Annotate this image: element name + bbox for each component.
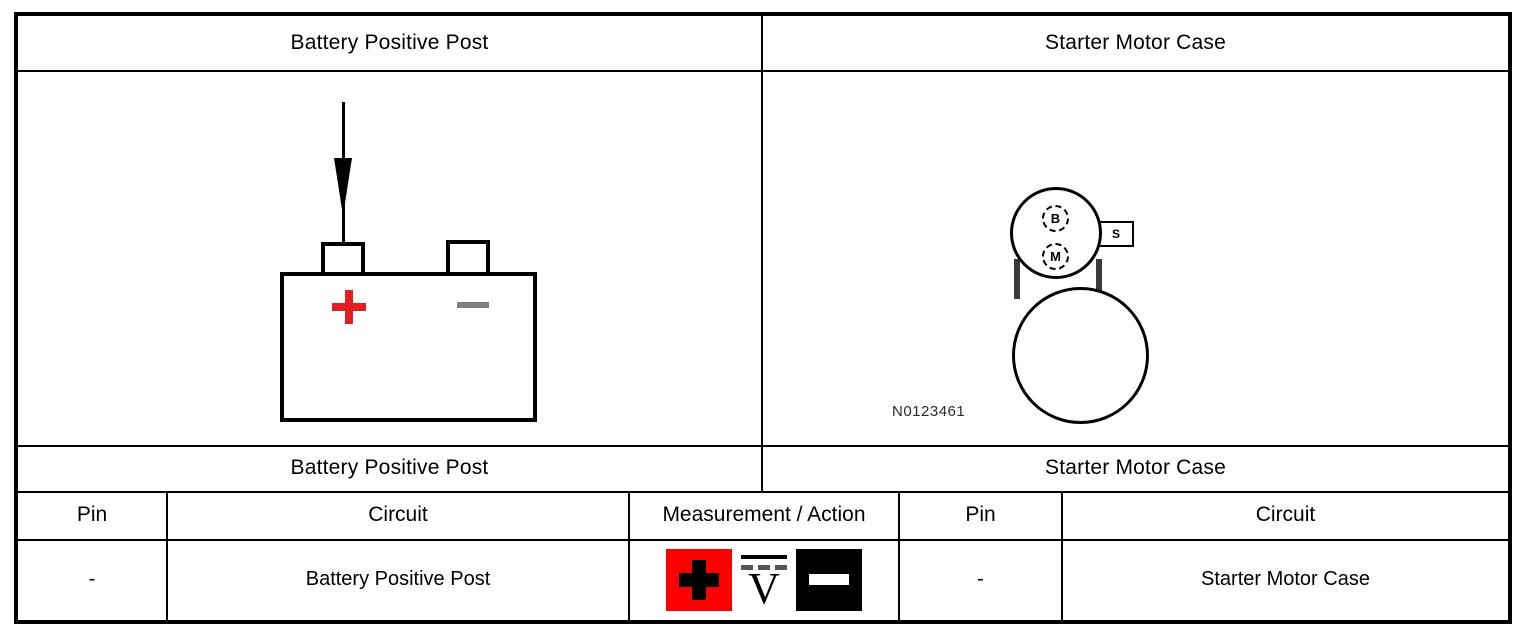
- rule-col-pin-left: [166, 491, 168, 620]
- rule-header-bottom: [18, 70, 1508, 72]
- battery-minus-icon: [457, 302, 489, 308]
- section-title-left-text: Battery Positive Post: [290, 456, 489, 479]
- terminal-m-label: M: [1050, 249, 1061, 264]
- cell-pin-right-text: -: [977, 568, 984, 590]
- cell-circuit-left: Battery Positive Post: [168, 539, 628, 620]
- battery-negative-post: [446, 240, 490, 272]
- header-title-right-text: Starter Motor Case: [1045, 31, 1226, 54]
- rule-col-measurement: [898, 491, 900, 620]
- terminal-b-label: B: [1050, 211, 1061, 226]
- rule-images-bottom: [18, 445, 1508, 447]
- header-title-left: Battery Positive Post: [18, 16, 761, 70]
- cell-circuit-left-text: Battery Positive Post: [305, 568, 491, 590]
- battery-positive-post: [321, 242, 365, 274]
- cell-measurement-action: V: [630, 539, 898, 620]
- table-frame: Battery Positive Post Starter Motor Case…: [14, 12, 1512, 624]
- voltage-letter: V: [748, 563, 780, 613]
- probe-tip-icon: [334, 158, 352, 216]
- terminal-b: B: [1042, 205, 1069, 232]
- cell-circuit-right: Starter Motor Case: [1063, 539, 1508, 620]
- battery-body: [280, 272, 537, 422]
- column-header-circuit-right: Circuit: [1063, 491, 1508, 539]
- header-title-left-text: Battery Positive Post: [290, 31, 489, 54]
- dc-solid-line: [741, 554, 787, 559]
- motor-body: [1012, 287, 1149, 424]
- terminal-s-label: S: [1111, 227, 1120, 241]
- section-title-right-text: Starter Motor Case: [1045, 456, 1226, 479]
- cell-pin-right: -: [900, 539, 1061, 620]
- cell-circuit-right-text: Starter Motor Case: [1201, 568, 1370, 590]
- cell-pin-left: -: [18, 539, 166, 620]
- starter-leg-right: [1096, 259, 1102, 299]
- reference-code: N0123461: [892, 403, 966, 420]
- column-header-circuit-right-text: Circuit: [1255, 503, 1316, 526]
- rule-col-pin-right: [1061, 491, 1063, 620]
- starter-motor-illustration: S B M N0123461: [884, 181, 1184, 436]
- starter-leg-left: [1014, 259, 1020, 299]
- column-header-pin-right-text: Pin: [965, 503, 996, 526]
- dc-dash-3: [775, 564, 787, 570]
- positive-probe-icon: [666, 548, 732, 611]
- column-header-measurement: Measurement / Action: [630, 491, 898, 539]
- column-header-pin-left: Pin: [18, 491, 166, 539]
- terminal-m: M: [1042, 243, 1069, 270]
- negative-probe-icon: [796, 548, 862, 611]
- battery-plus-icon: [332, 290, 366, 324]
- section-title-left: Battery Positive Post: [18, 445, 761, 491]
- rule-main-divider: [761, 16, 763, 491]
- column-header-pin-left-text: Pin: [76, 503, 108, 526]
- dc-dashed-line: [741, 564, 787, 570]
- column-header-circuit-left-text: Circuit: [368, 503, 428, 526]
- rule-section-bottom: [18, 491, 1508, 493]
- column-header-measurement-text: Measurement / Action: [662, 503, 866, 526]
- section-title-right: Starter Motor Case: [763, 445, 1508, 491]
- column-header-pin-right: Pin: [900, 491, 1061, 539]
- solenoid-body: [1010, 187, 1102, 279]
- cell-pin-left-text: -: [88, 568, 96, 590]
- rule-col-circuit-left: [628, 491, 630, 620]
- dc-dash-1: [741, 564, 753, 570]
- column-header-circuit-left: Circuit: [168, 491, 628, 539]
- battery-illustration: [277, 100, 545, 426]
- terminal-s: S: [1098, 221, 1134, 247]
- header-title-right: Starter Motor Case: [763, 16, 1508, 70]
- rule-columns-bottom: [18, 539, 1508, 541]
- dc-voltage-icon: V: [738, 549, 790, 611]
- dc-dash-2: [758, 564, 770, 570]
